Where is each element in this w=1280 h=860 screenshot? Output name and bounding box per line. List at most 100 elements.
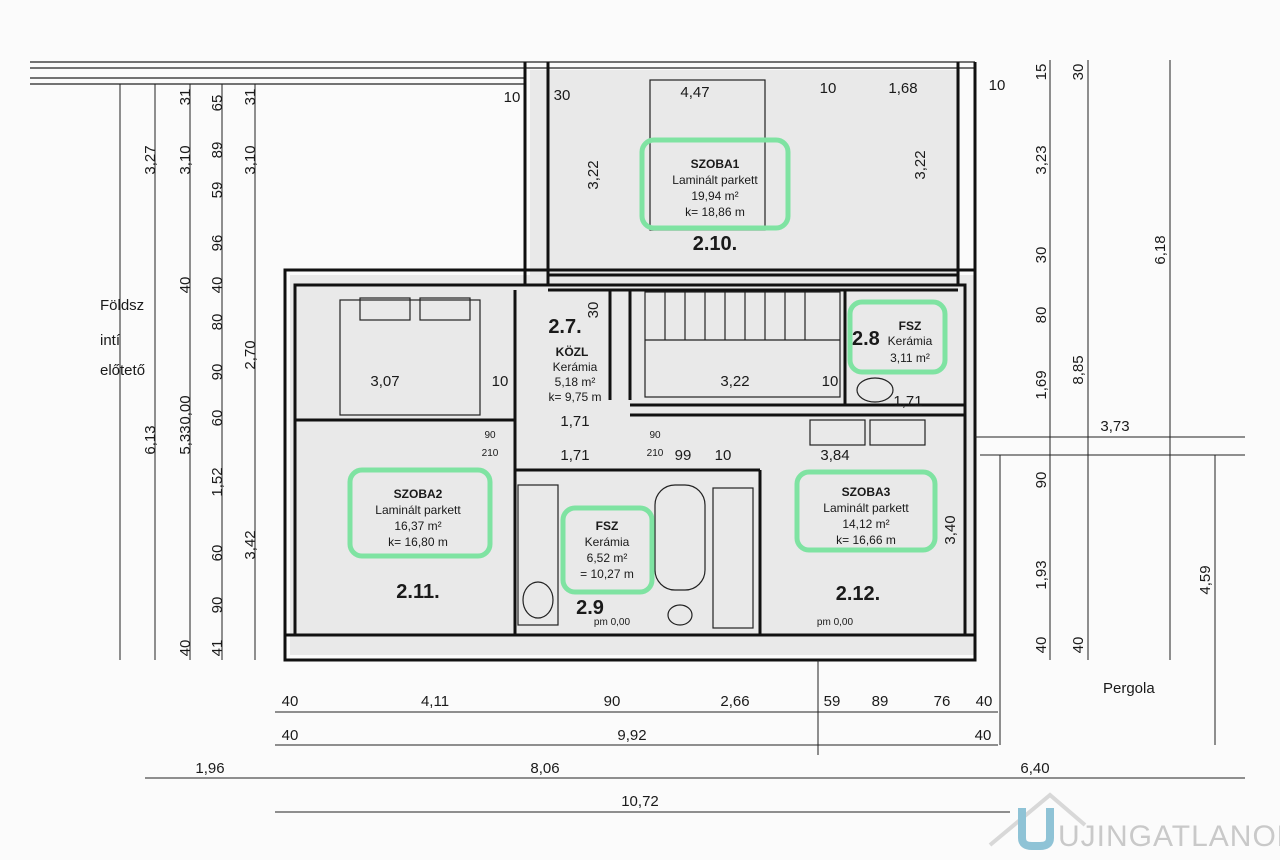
annotation-line-2: intí <box>100 332 121 349</box>
washer-cabinet <box>517 484 559 626</box>
dim-text: 40 <box>1070 637 1087 654</box>
dim-text: 30 <box>1070 64 1087 81</box>
annotation-line-3: előtető <box>100 362 145 379</box>
dims-top: 10 30 4,47 10 1,68 10 3,22 3,22 <box>504 77 1006 190</box>
dim-text: 3,23 <box>1033 145 1050 174</box>
dim-text: 30 <box>585 302 602 319</box>
room-area: 16,37 m² <box>394 519 441 533</box>
dim-text: 40 <box>282 727 299 744</box>
dim-text: 30 <box>554 87 571 104</box>
room-perimeter: k= 18,86 m <box>685 205 745 219</box>
room-szoba1: SZOBA1 Laminált parkett 19,94 m² k= 18,8… <box>639 137 791 255</box>
room-area: 6,52 m² <box>587 551 628 565</box>
room-floor: Laminált parkett <box>672 173 758 187</box>
room-highlight <box>347 467 493 559</box>
dims-row3: 1,96 8,06 6,40 <box>195 760 1049 777</box>
dim-text: 3,22 <box>585 160 602 189</box>
room-szoba3: SZOBA3 Laminált parkett 14,12 m² k= 16,6… <box>794 469 938 605</box>
room-name: SZOBA3 <box>842 485 891 499</box>
dim-text: 10 <box>820 80 837 97</box>
dim-text: 40 <box>177 640 194 657</box>
room-floor: Laminált parkett <box>823 501 909 515</box>
dims-row1: 40 4,11 90 2,66 59 89 76 40 <box>282 693 993 710</box>
dim-text: 0,00 <box>177 395 194 424</box>
dim-text: 40 <box>209 277 226 294</box>
door-dim: 90 <box>649 430 661 441</box>
level-mark: pm 0,00 <box>817 617 854 628</box>
dim-text: 2,66 <box>720 693 749 710</box>
dim-text: 10,72 <box>621 793 659 810</box>
dim-text: 6,13 <box>142 425 159 454</box>
room-perimeter: k= 16,80 m <box>388 535 448 549</box>
dim-text: 80 <box>209 314 226 331</box>
room-area: 3,11 m² <box>890 351 930 365</box>
dim-text: 40 <box>975 727 992 744</box>
room-floor: Kerámia <box>553 360 598 374</box>
dim-text: 5,33 <box>177 425 194 454</box>
room-floor: Kerámia <box>888 334 933 348</box>
top-strip-lines <box>30 61 975 85</box>
dim-text: 8,06 <box>530 760 559 777</box>
dim-text: 89 <box>209 142 226 159</box>
room-fsz-2-8: 2.8 FSZ Kerámia 3,11 m² <box>847 299 948 375</box>
dim-text: 1,52 <box>209 467 226 496</box>
dim-text: 60 <box>209 410 226 427</box>
dim-text: 4,59 <box>1197 565 1214 594</box>
dim-text: 1,93 <box>1033 560 1050 589</box>
room-name: FSZ <box>596 519 619 533</box>
room-number: 2.9 <box>576 597 604 619</box>
dim-text: 8,85 <box>1070 355 1087 384</box>
dims-left: 3,27 6,13 31 3,10 40 0,00 5,33 40 65 89 … <box>142 89 259 657</box>
dim-text: 90 <box>209 597 226 614</box>
dim-text: 6,40 <box>1020 760 1049 777</box>
room-name: FSZ <box>899 319 922 333</box>
logo-u-icon <box>1018 808 1054 850</box>
room-name: KÖZL <box>556 344 589 359</box>
dim-text: 10 <box>504 89 521 106</box>
room-number: 2.11. <box>396 581 439 603</box>
dim-text: 40 <box>177 277 194 294</box>
room-highlight <box>847 299 948 375</box>
room-highlight <box>639 137 791 231</box>
watermark-logo: UJINGATLANOK.HU <box>988 792 1280 853</box>
dims-interior: 3,07 10 3,22 10 1,71 1,71 99 10 3,84 3,4… <box>370 302 1129 628</box>
dims-row2: 40 9,92 40 <box>282 727 992 744</box>
dim-text: 3,10 <box>177 145 194 174</box>
dim-text: 1,68 <box>888 80 917 97</box>
dim-text: 3,40 <box>942 515 959 544</box>
dim-text: 76 <box>934 693 951 710</box>
dim-text: 1,96 <box>195 760 224 777</box>
dim-text: 59 <box>824 693 841 710</box>
annotation-foldszint-eloteto: Földsz intí előtető <box>100 297 145 379</box>
room-kozl: 2.7. KÖZL Kerámia 5,18 m² k= 9,75 m <box>548 316 601 404</box>
dim-text: 3,42 <box>242 530 259 559</box>
dim-text: 10 <box>989 77 1006 94</box>
dim-text: 40 <box>976 693 993 710</box>
dim-text: 1,69 <box>1033 370 1050 399</box>
watermark-text: UJINGATLANOK.HU <box>1058 820 1280 853</box>
door-dim: 90 <box>484 430 496 441</box>
dim-text: 9,92 <box>617 727 646 744</box>
room-fsz-2-9: FSZ Kerámia 6,52 m² = 10,27 m 2.9 <box>560 505 655 619</box>
dim-text: 10 <box>822 373 839 390</box>
room-area: 19,94 m² <box>691 189 738 203</box>
dim-text: 90 <box>1033 472 1050 489</box>
door-dim: 210 <box>647 448 664 459</box>
dim-text: 3,10 <box>242 145 259 174</box>
dim-text: 60 <box>209 545 226 562</box>
room-name: SZOBA1 <box>691 157 740 171</box>
dim-text: 3,22 <box>720 373 749 390</box>
dim-text: 40 <box>1033 637 1050 654</box>
dim-text: 59 <box>209 182 226 199</box>
dim-text: 2,70 <box>242 340 259 369</box>
room-number: 2.7. <box>548 316 581 338</box>
dim-text: 3,84 <box>820 447 849 464</box>
room-floor: Kerámia <box>585 535 630 549</box>
level-mark: pm 0,00 <box>594 617 631 628</box>
dim-text: 90 <box>209 364 226 381</box>
room-highlight <box>794 469 938 553</box>
bathtub <box>654 484 706 591</box>
dim-text: 41 <box>209 640 226 657</box>
sink <box>522 581 554 619</box>
dim-text: 31 <box>177 89 194 106</box>
